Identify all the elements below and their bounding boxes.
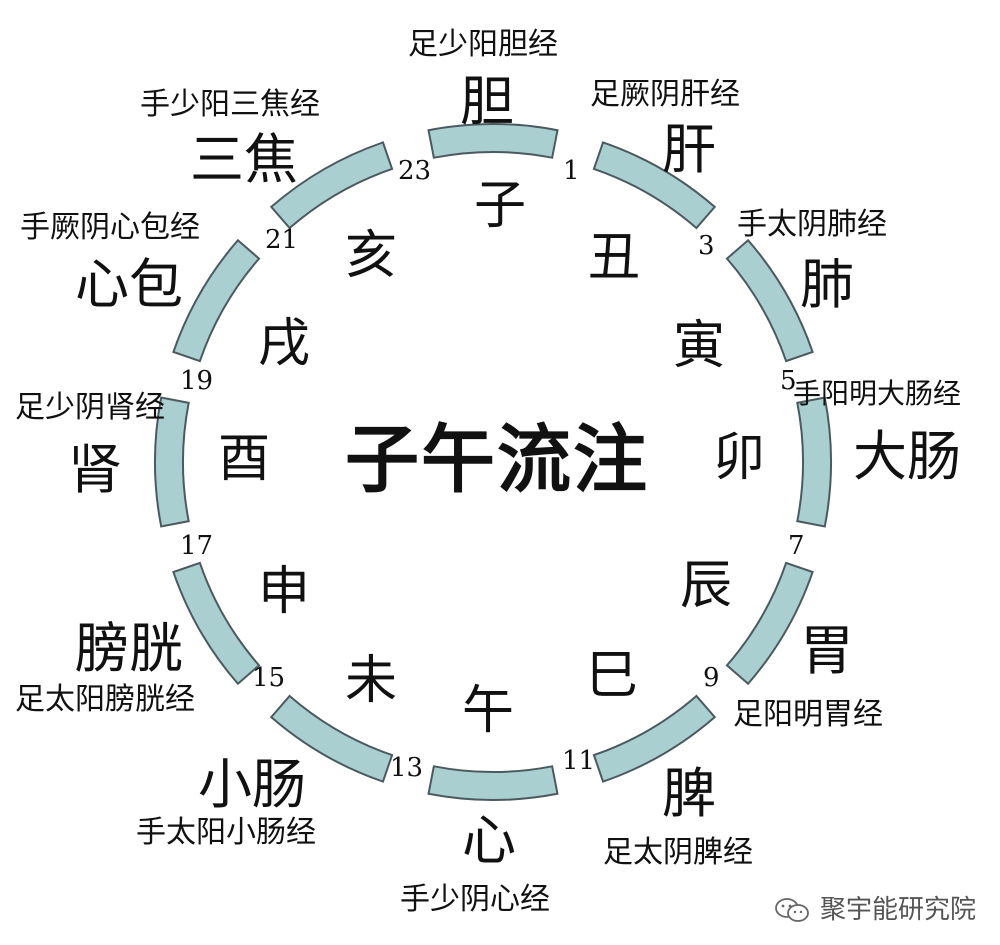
ring-segment-shen bbox=[172, 561, 261, 686]
meridian-spleen: 足太阴脾经 bbox=[603, 835, 753, 870]
branch-you: 酉 bbox=[218, 429, 271, 489]
ring-segment-chou bbox=[592, 141, 717, 230]
hour-label-3: 3 bbox=[698, 231, 715, 261]
meridian-kidney: 足少阴肾经 bbox=[15, 390, 165, 425]
hour-label-21: 21 bbox=[265, 225, 299, 255]
branch-mao: 卯 bbox=[713, 428, 766, 488]
organ-pericardium: 心包 bbox=[75, 253, 183, 316]
meridian-bladder: 足太阳膀胱经 bbox=[15, 682, 195, 717]
organ-heart: 心 bbox=[462, 809, 516, 872]
hour-label-5: 5 bbox=[780, 366, 797, 396]
ring-segment-hai bbox=[269, 141, 394, 230]
meridian-liver: 足厥阴肝经 bbox=[590, 77, 740, 112]
branch-yin: 寅 bbox=[673, 316, 726, 376]
organ-spleen: 脾 bbox=[662, 762, 716, 825]
branch-shen: 申 bbox=[258, 562, 311, 622]
meridian-stomach: 足阳明胃经 bbox=[733, 697, 883, 732]
ring-segment-xu bbox=[172, 238, 261, 363]
organ-kidney: 肾 bbox=[68, 438, 122, 501]
meridian-pericardium: 手厥阴心包经 bbox=[20, 210, 200, 245]
ring-segments bbox=[154, 123, 832, 801]
wechat-icon bbox=[775, 898, 809, 922]
meridian-gallbladder: 足少阳胆经 bbox=[408, 27, 558, 62]
hour-label-23: 23 bbox=[398, 156, 432, 186]
meridian-lung: 手太阴肺经 bbox=[737, 207, 887, 242]
watermark: 聚宇能研究院 bbox=[774, 897, 976, 923]
branch-hai: 亥 bbox=[345, 226, 398, 286]
ring-segment-yin bbox=[725, 238, 814, 363]
hour-label-1: 1 bbox=[563, 156, 580, 186]
branch-wei: 未 bbox=[345, 651, 398, 711]
hour-label-11: 11 bbox=[562, 746, 596, 776]
branch-wu: 午 bbox=[462, 681, 515, 741]
hour-label-19: 19 bbox=[180, 366, 214, 396]
organ-small-intestine: 小肠 bbox=[198, 753, 306, 816]
branch-si: 巳 bbox=[586, 646, 639, 706]
organ-large-intestine: 大肠 bbox=[853, 425, 961, 488]
hour-label-15: 15 bbox=[252, 663, 286, 693]
organ-bladder: 膀胱 bbox=[75, 617, 183, 680]
branch-zi: 子 bbox=[474, 176, 527, 236]
organ-lung: 肺 bbox=[800, 253, 854, 316]
meridian-large-intestine: 手阳明大肠经 bbox=[793, 377, 962, 410]
meridian-heart: 手少阴心经 bbox=[400, 882, 550, 917]
hour-label-7: 7 bbox=[788, 531, 805, 561]
diagram-title: 子午流注 bbox=[345, 417, 649, 503]
ring-segment-si bbox=[592, 694, 717, 783]
organ-stomach: 胃 bbox=[800, 619, 854, 682]
ring-segment-wei bbox=[269, 694, 394, 783]
ring-segment-wu bbox=[427, 765, 559, 801]
watermark-text: 聚宇能研究院 bbox=[819, 895, 976, 925]
organ-gallbladder: 胆 bbox=[460, 70, 514, 133]
branch-chen: 辰 bbox=[680, 556, 733, 616]
organ-liver: 肝 bbox=[662, 118, 716, 181]
branch-xu: 戌 bbox=[258, 314, 311, 374]
ring-segment-you bbox=[154, 396, 190, 528]
ring-segment-zi bbox=[427, 123, 559, 159]
branch-chou: 丑 bbox=[588, 228, 641, 288]
hour-label-9: 9 bbox=[703, 663, 720, 693]
hour-label-13: 13 bbox=[390, 753, 424, 783]
ring-segment-chen bbox=[725, 561, 814, 686]
meridian-triple-burner: 手少阳三焦经 bbox=[140, 87, 320, 122]
ring-segment-mao bbox=[796, 396, 832, 528]
meridian-small-intestine: 手太阳小肠经 bbox=[136, 815, 316, 850]
organ-triple-burner: 三焦 bbox=[190, 128, 298, 191]
hour-label-17: 17 bbox=[180, 531, 214, 561]
